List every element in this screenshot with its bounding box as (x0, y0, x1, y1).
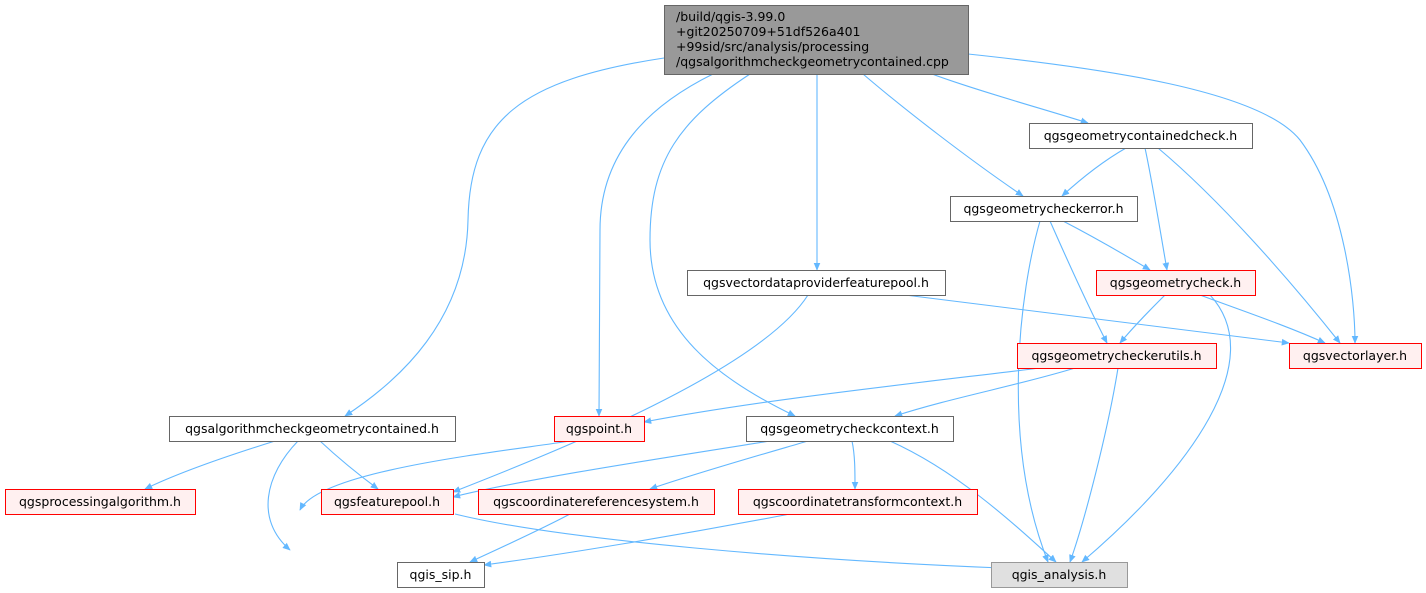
node-box (738, 489, 978, 515)
edge-checkerror-to-checkerutils (1049, 220, 1108, 344)
node-label: qgsgeometrycheckcontext.h (760, 421, 939, 436)
node-box (687, 270, 946, 296)
node-box (1096, 270, 1256, 296)
node-analysis[interactable]: qgis_analysis.h (991, 562, 1128, 588)
node-label: qgsgeometrycheckerror.h (963, 201, 1123, 216)
node-label: qgis_sip.h (410, 567, 472, 582)
edge-vdpfp-to-vectorlayer (904, 294, 1290, 346)
edge-root-to-point (595, 73, 714, 417)
node-point[interactable]: qgspoint.h (554, 416, 645, 442)
edge-containedcheck-to-checkerror (1061, 147, 1127, 197)
node-checkerutils[interactable]: qgsgeometrycheckerutils.h (1017, 343, 1217, 369)
node-label: qgsgeometrycontainedcheck.h (1044, 128, 1237, 143)
node-label: qgsvectordataproviderfeaturepool.h (703, 275, 929, 290)
edge-algoh-to-procalgo (144, 440, 276, 490)
edge-point-to-sip (299, 440, 571, 511)
node-label: qgis_analysis.h (1012, 567, 1107, 582)
edge-vdpfp-to-featurepool (452, 294, 809, 493)
node-geometrycheck[interactable]: qgsgeometrycheck.h (1096, 270, 1256, 296)
node-label: /build/qgis-3.99.0 (676, 9, 785, 24)
node-box (664, 5, 969, 75)
node-label: qgscoordinatetransformcontext.h (753, 494, 962, 509)
edge-checkerror-to-analysis (1017, 220, 1049, 563)
edge-checkcontext-to-analysis (889, 440, 1057, 563)
edge-algoh-to-sip (267, 440, 299, 551)
edge-containedcheck-to-vectorlayer (1157, 147, 1341, 344)
edge-checkerutils-to-analysis (1069, 367, 1119, 563)
edge-root-to-algoh (344, 57, 665, 417)
edge-geometrycheck-to-vectorlayer (1199, 294, 1326, 344)
node-checkerror[interactable]: qgsgeometrycheckerror.h (950, 196, 1138, 222)
node-root[interactable]: /build/qgis-3.99.0+git20250709+51df526a4… (664, 5, 969, 75)
edge-crs-to-sip (469, 513, 571, 563)
edge-checkcontext-to-crs (649, 440, 809, 490)
node-label: +99sid/src/analysis/processing (676, 39, 869, 54)
edge-root-to-checkerror (862, 73, 1024, 197)
edge-root-to-checkcontext (649, 73, 796, 417)
node-box (1289, 343, 1422, 369)
node-box (746, 416, 954, 442)
node-box (397, 562, 485, 588)
edge-checkerutils-to-checkcontext (894, 367, 1076, 417)
node-vdpfp[interactable]: qgsvectordataproviderfeaturepool.h (687, 270, 946, 296)
node-featurepool[interactable]: qgsfeaturepool.h (321, 489, 454, 515)
node-label: qgsalgorithmcheckgeometrycontained.h (185, 421, 439, 436)
node-box (169, 416, 456, 442)
node-label: /qgsalgorithmcheckgeometrycontained.cpp (676, 54, 949, 69)
edge-checkerutils-to-point (643, 367, 1041, 424)
edge-checkerror-to-geometrycheck (1062, 220, 1151, 271)
edge-algoh-to-featurepool (319, 440, 379, 490)
edge-root-to-containedcheck (931, 73, 1089, 125)
node-algoh[interactable]: qgsalgorithmcheckgeometrycontained.h (169, 416, 456, 442)
node-containedcheck[interactable]: qgsgeometrycontainedcheck.h (1029, 123, 1253, 149)
node-label: qgsgeometrycheck.h (1110, 275, 1241, 290)
node-box (478, 489, 715, 515)
node-crs[interactable]: qgscoordinatereferencesystem.h (478, 489, 715, 515)
node-box (991, 562, 1128, 588)
nodes-layer: /build/qgis-3.99.0+git20250709+51df526a4… (5, 5, 1422, 588)
node-box (1029, 123, 1253, 149)
node-box (950, 196, 1138, 222)
edge-checkcontext-to-ctc (851, 440, 859, 490)
edge-containedcheck-to-geometrycheck (1144, 147, 1170, 271)
node-ctc[interactable]: qgscoordinatetransformcontext.h (738, 489, 978, 515)
node-checkcontext[interactable]: qgsgeometrycheckcontext.h (746, 416, 954, 442)
node-procalgo[interactable]: qgsprocessingalgorithm.h (5, 489, 196, 515)
node-label: qgsgeometrycheckerutils.h (1031, 348, 1201, 363)
node-vectorlayer[interactable]: qgsvectorlayer.h (1289, 343, 1422, 369)
node-sip[interactable]: qgis_sip.h (397, 562, 485, 588)
edge-geometrycheck-to-checkerutils (1119, 294, 1166, 344)
edge-geometrycheck-to-analysis (1081, 294, 1232, 563)
node-label: qgspoint.h (566, 421, 632, 436)
node-label: qgsfeaturepool.h (334, 494, 440, 509)
node-box (554, 416, 645, 442)
node-label: qgsprocessingalgorithm.h (19, 494, 181, 509)
edge-checkcontext-to-featurepool (452, 440, 771, 499)
node-label: qgsvectorlayer.h (1303, 348, 1407, 363)
edge-root-to-vectorlayer (967, 53, 1359, 344)
node-box (321, 489, 454, 515)
edges-layer (144, 53, 1359, 572)
node-box (1017, 343, 1217, 369)
node-label: +git20250709+51df526a401 (676, 24, 861, 39)
edge-ctc-to-sip (483, 513, 791, 568)
edge-featurepool-to-analysis (454, 513, 1003, 572)
node-label: qgscoordinatereferencesystem.h (493, 494, 699, 509)
node-box (5, 489, 196, 515)
